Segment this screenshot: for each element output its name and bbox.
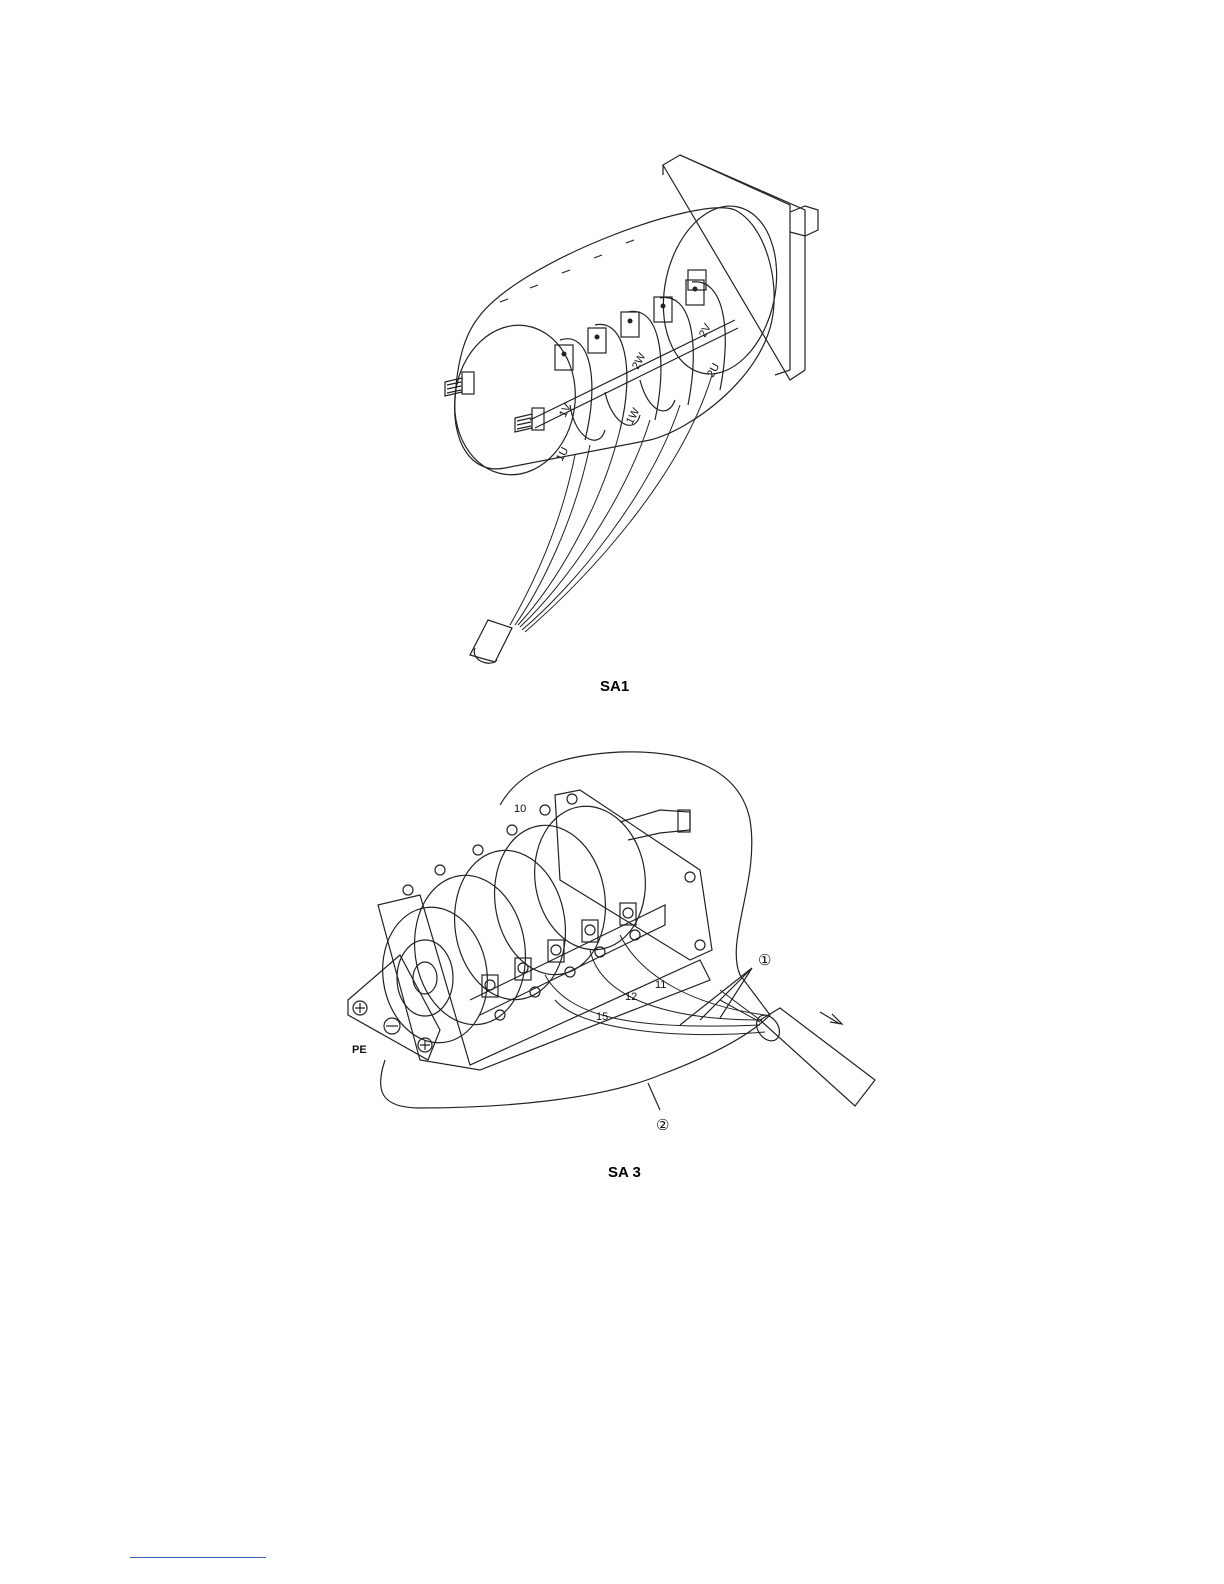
footnote-rule — [130, 1557, 266, 1558]
sa1-caption: SA1 — [600, 678, 629, 695]
sa1-body — [455, 208, 774, 469]
sa1-label-2w: 2W — [630, 351, 649, 372]
sa1-shaft — [790, 206, 818, 236]
sa3-screw-heads — [403, 805, 640, 1020]
sa1-wire-bundle — [510, 375, 712, 632]
sa3-label-10: 10 — [514, 803, 526, 815]
sa1-label-1v: 1V — [557, 401, 574, 419]
sa3-label-12: 12 — [625, 991, 637, 1003]
sa3-mounting-plate — [555, 790, 712, 960]
sa1-label-1u: 1U — [554, 445, 571, 463]
sa3-label-15: 15 — [596, 1011, 608, 1023]
sa3-wafers — [374, 799, 654, 1050]
sa3-cable — [760, 1008, 875, 1106]
sa1-switch-drawing: 1V 1U 1W 2W 2V 2U — [0, 0, 1224, 700]
sa3-label-pe: PE — [352, 1044, 367, 1056]
sa3-caption: SA 3 — [608, 1164, 641, 1181]
sa3-callout-1: ① — [758, 952, 771, 969]
sa1-label-1w: 1W — [624, 406, 643, 427]
sa3-direction-arrow — [820, 1012, 842, 1024]
sa1-cable — [470, 620, 512, 662]
sa3-shaft — [620, 810, 690, 840]
sa1-bolt-lower — [515, 408, 544, 432]
sa3-front-terminals — [482, 903, 636, 997]
sa3-wire-bundle — [545, 935, 765, 1035]
sa3-end-plate — [348, 955, 440, 1060]
sa1-label-2u: 2U — [705, 361, 722, 379]
sa3-label-11: 11 — [655, 979, 666, 991]
sa3-callout-2: ② — [656, 1117, 669, 1134]
sa3-base — [378, 895, 710, 1070]
sa3-ground-wire-loop — [381, 752, 770, 1108]
sa1-mounting-plate — [663, 155, 805, 380]
